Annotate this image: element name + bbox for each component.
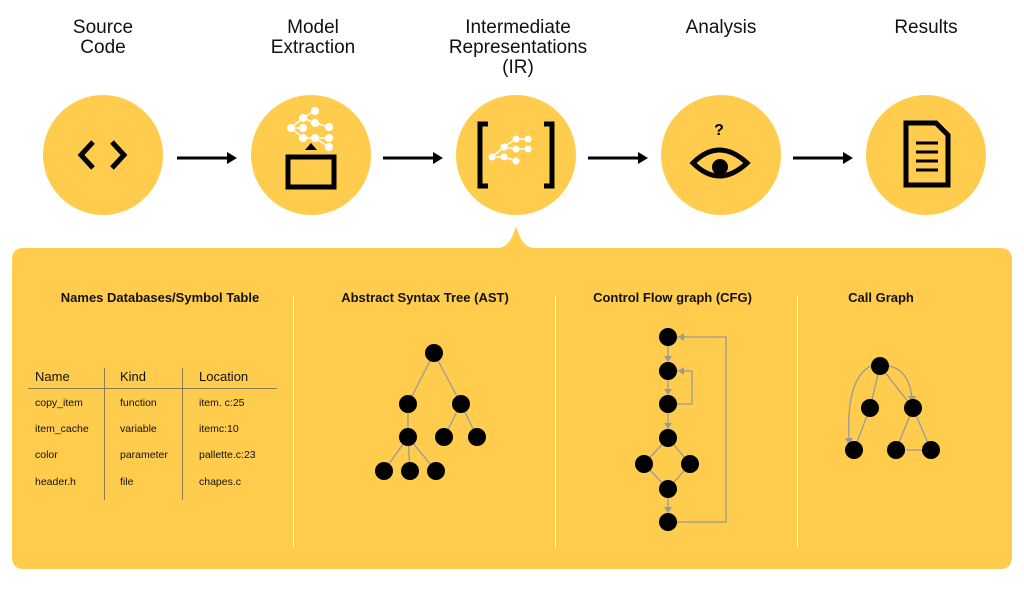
call-graph-diagram [845,357,940,459]
ast-node [452,395,470,413]
table-header-kind: Kind [120,369,147,384]
section-divider [555,296,556,548]
stage-title-intermediate-representations: Intermediate Representations (IR) [448,17,588,78]
section-divider [293,296,294,548]
ast-node [435,428,453,446]
call-graph-node [861,399,879,417]
table-header-name: Name [35,369,70,384]
call-graph-node [887,441,905,459]
ast-node [399,395,417,413]
table-column-rule [104,368,105,500]
panel-background [12,226,1012,569]
arrow-1 [177,152,237,164]
table-cell: chapes.c [199,476,242,488]
ast-node [427,462,445,480]
ast-node [375,462,393,480]
table-cell: itemc:10 [199,423,239,435]
document-icon [903,120,951,188]
ast-node [401,462,419,480]
call-graph-node [904,399,922,417]
stage-title-results: Results [894,17,958,38]
call-graph-node [871,357,889,375]
ast-node [425,344,443,362]
table-cell: pallette.c:23 [199,449,256,461]
stage-intermediate-representations [456,95,576,215]
table-cell: color [35,449,58,461]
bracketed-tree-icon [477,121,555,189]
tree-extraction-icon [285,107,337,190]
section-title-cfg: Control Flow graph (CFG) [593,290,752,305]
stage-title-model-extraction: Model Extraction [270,17,356,58]
cfg-node [659,328,677,346]
section-divider [797,296,798,548]
cfg-node [659,362,677,380]
stage-title-source-code: Source Code [72,17,134,58]
stage-title-analysis: Analysis [685,17,757,38]
cfg-node [659,513,677,531]
svg-text:?: ? [714,122,724,139]
stage-source-code [43,95,163,215]
section-title-ast: Abstract Syntax Tree (AST) [341,290,509,305]
eye-question-icon: ? [689,122,751,179]
cfg-node [681,455,699,473]
cfg-node [659,480,677,498]
code-brackets-icon [77,140,128,170]
cfg-node [635,455,653,473]
table-cell: variable [120,423,157,435]
ast-node [468,428,486,446]
arrow-3 [588,152,648,164]
cfg-diagram [635,328,727,531]
table-cell: function [120,397,157,409]
ast-node [399,428,417,446]
table-header-location: Location [199,369,249,384]
table-column-rule [182,368,183,500]
table-cell: parameter [120,449,168,461]
table-cell: copy_item [35,397,83,409]
stage-results [866,95,986,215]
table-cell: item_cache [35,423,89,435]
section-title-symbol-table: Names Databases/Symbol Table [60,290,260,305]
cfg-node [659,429,677,447]
cfg-node [659,395,677,413]
stage-model-extraction [251,95,371,215]
table-cell: header.h [35,476,76,488]
call-graph-node [845,441,863,459]
table-cell: file [120,476,134,488]
ast-diagram [375,344,486,480]
arrow-4 [793,152,853,164]
section-title-call-graph: Call Graph [848,290,914,305]
call-graph-node [922,441,940,459]
stage-analysis: ? [661,95,781,215]
arrow-2 [383,152,443,164]
table-header-rule [28,388,277,389]
table-cell: item. c:25 [199,397,245,409]
